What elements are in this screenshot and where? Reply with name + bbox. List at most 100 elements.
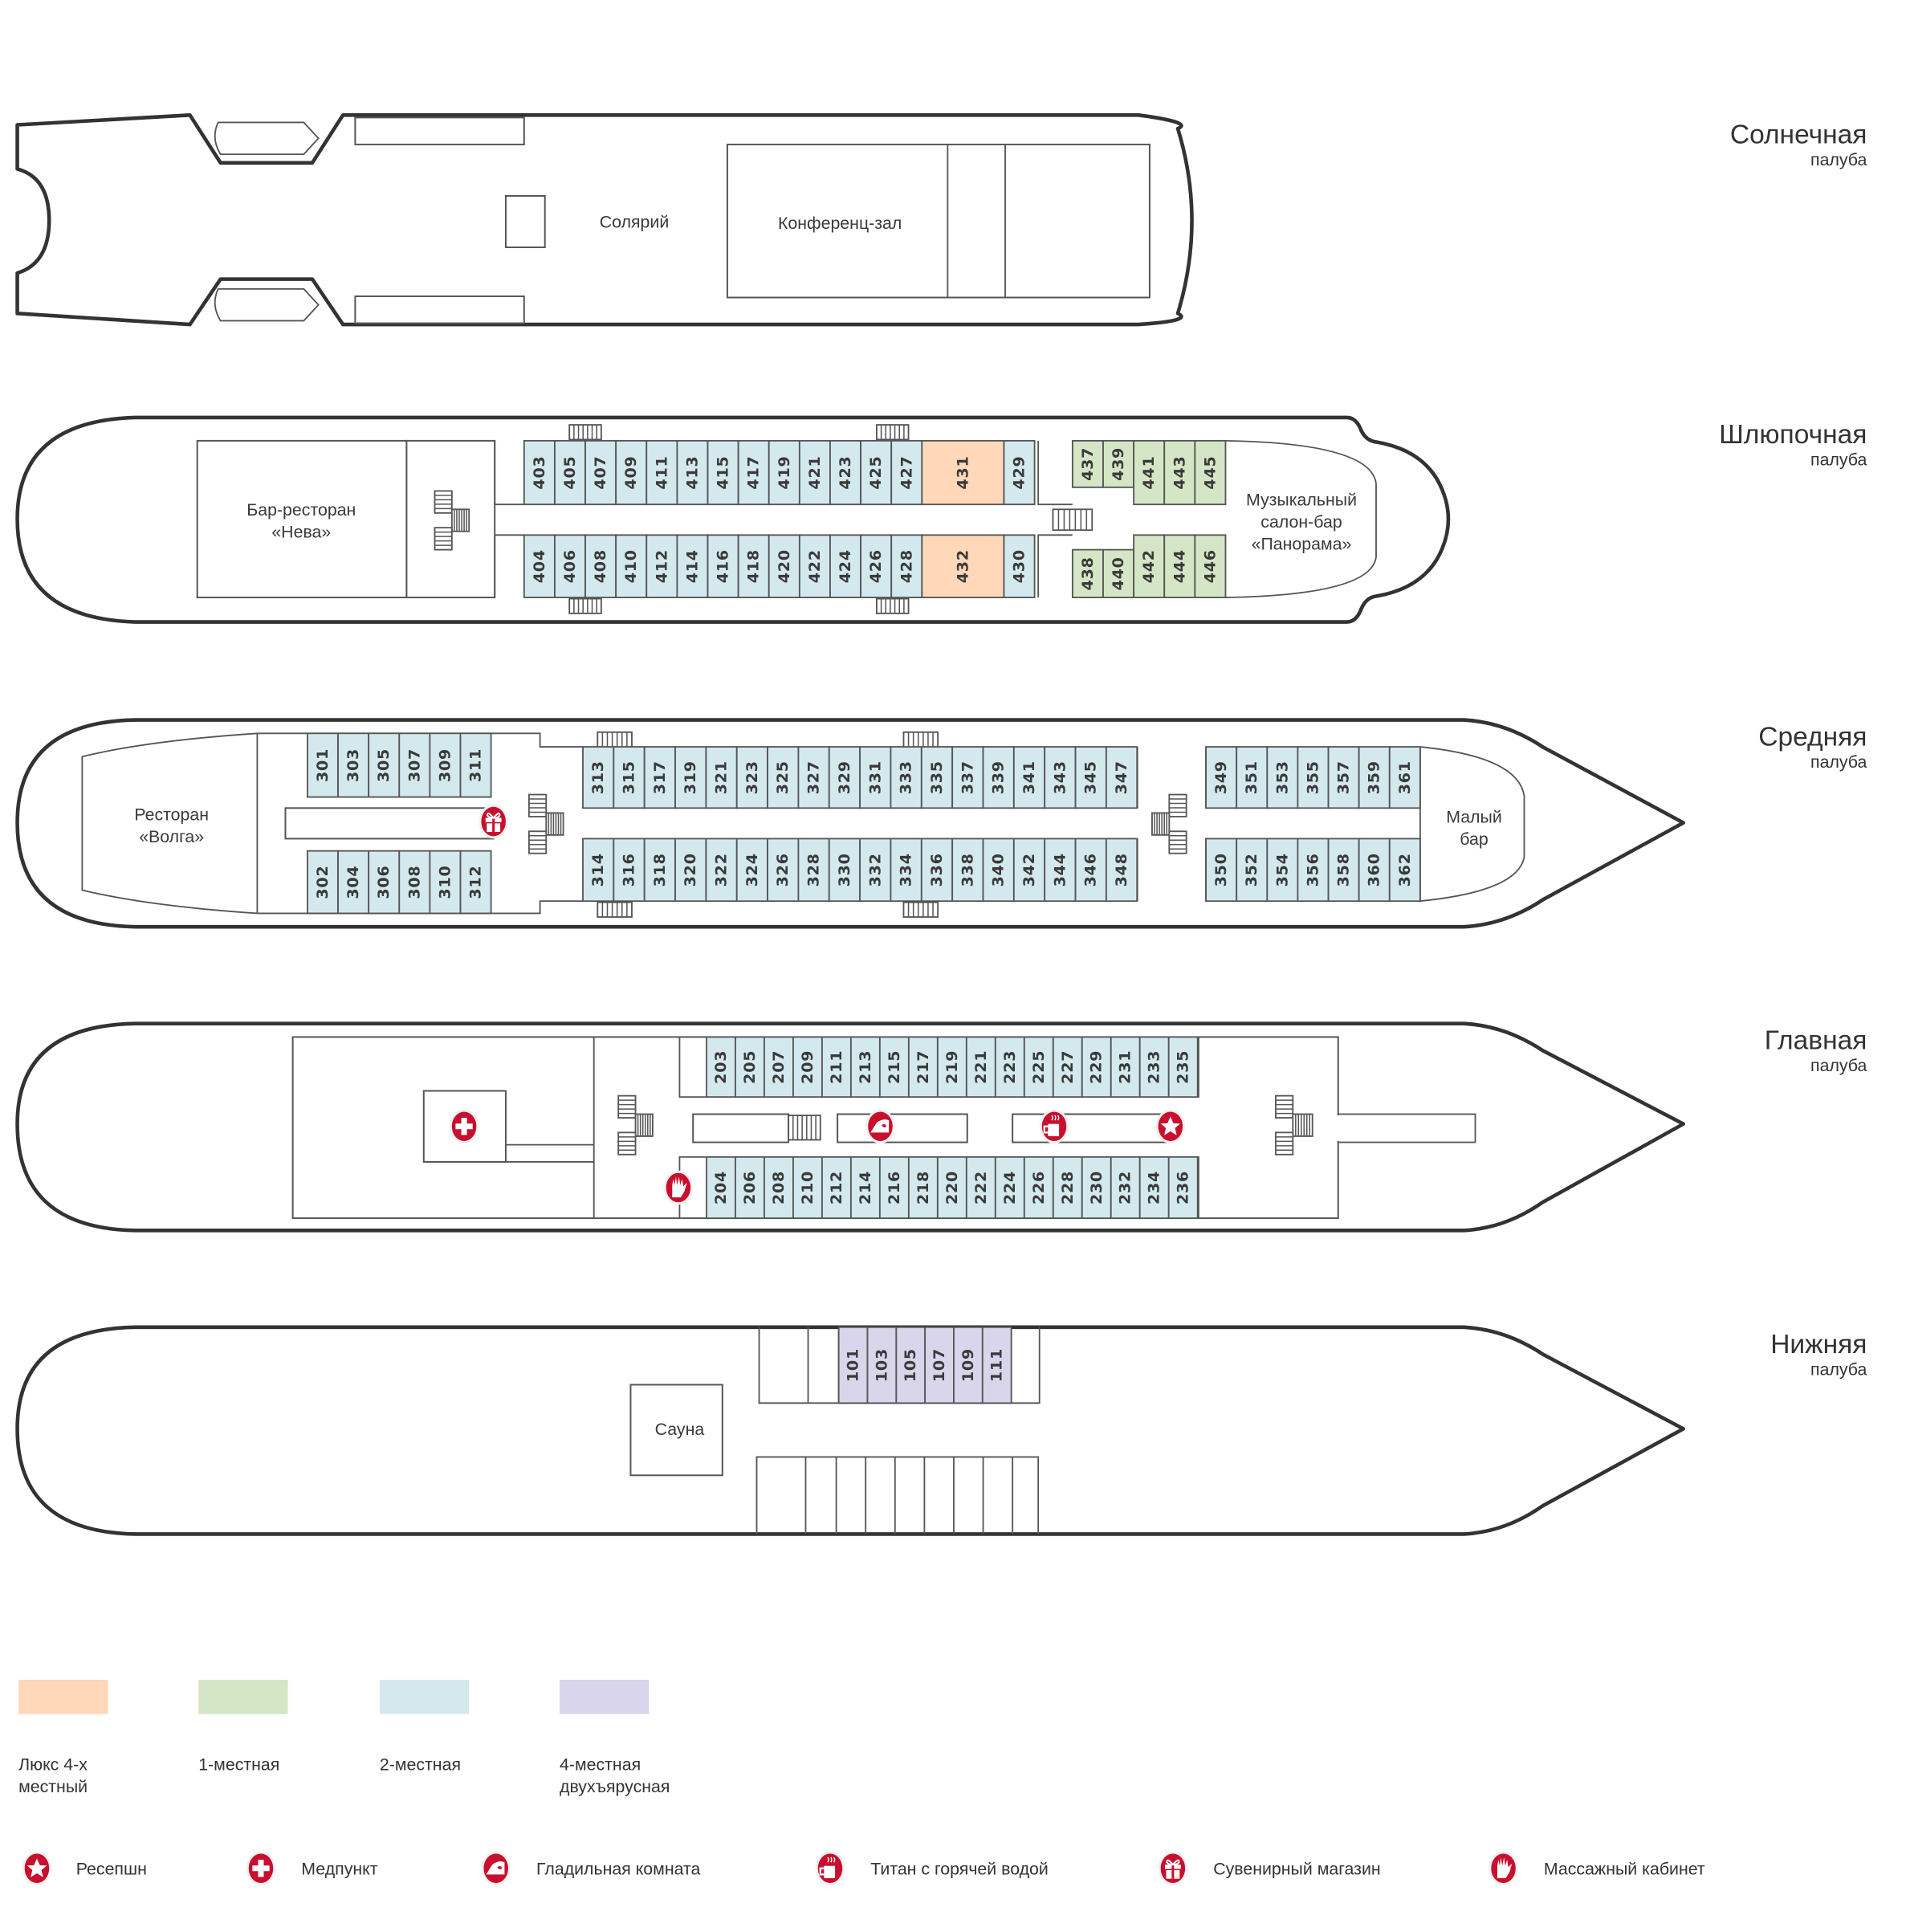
cabin-220[interactable]: 220	[936, 1156, 967, 1220]
cabin-357[interactable]: 357	[1327, 746, 1360, 809]
cabin-329[interactable]: 329	[828, 746, 861, 809]
cabin-311[interactable]: 311	[459, 732, 492, 798]
cabin-cell[interactable]	[368, 850, 401, 915]
cabin-403[interactable]: 403	[523, 439, 556, 506]
cabin-109[interactable]: 109	[953, 1326, 984, 1404]
cabin-343[interactable]: 343	[1044, 746, 1077, 809]
cabin-207[interactable]: 207	[764, 1036, 794, 1098]
cabin-cell[interactable]	[1105, 746, 1138, 809]
cabin-cell[interactable]	[584, 439, 617, 506]
cabin-212[interactable]: 212	[821, 1156, 852, 1220]
cabin-cell[interactable]	[615, 534, 648, 598]
cabin-315[interactable]: 315	[613, 746, 645, 809]
cabin-cell[interactable]	[921, 439, 1005, 506]
cabin-361[interactable]: 361	[1388, 746, 1421, 809]
cabin-337[interactable]: 337	[951, 746, 984, 809]
cabin-224[interactable]: 224	[994, 1156, 1025, 1220]
cabin-cell[interactable]	[1074, 746, 1107, 809]
cabin-208[interactable]: 208	[764, 1156, 794, 1220]
cabin-333[interactable]: 333	[890, 746, 922, 809]
cabin-cell[interactable]	[1358, 838, 1391, 903]
cabin-cell[interactable]	[828, 838, 861, 903]
cabin-406[interactable]: 406	[554, 534, 586, 598]
cabin-cell[interactable]	[1081, 1156, 1112, 1220]
cabin-313[interactable]: 313	[582, 746, 615, 809]
cabin-cell[interactable]	[613, 746, 645, 809]
cabin-105[interactable]: 105	[895, 1326, 926, 1404]
cabin-221[interactable]: 221	[965, 1036, 996, 1098]
cabin-cell[interactable]	[1388, 838, 1421, 903]
cabin-cell[interactable]	[890, 439, 923, 506]
cabin-407[interactable]: 407	[584, 439, 617, 506]
cabin-339[interactable]: 339	[982, 746, 1015, 809]
cabin-409[interactable]: 409	[615, 439, 648, 506]
cabin-cell[interactable]	[706, 1156, 736, 1220]
cabin-cell[interactable]	[1052, 1036, 1083, 1098]
cabin-356[interactable]: 356	[1297, 838, 1330, 903]
cabin-cell[interactable]	[837, 1326, 869, 1404]
cabin-cell[interactable]	[768, 439, 800, 506]
cabin-230[interactable]: 230	[1081, 1156, 1112, 1220]
cabin-cell[interactable]	[994, 1036, 1025, 1098]
cabin-225[interactable]: 225	[1023, 1036, 1054, 1098]
cabin-cell[interactable]	[878, 1036, 910, 1098]
cabin-350[interactable]: 350	[1205, 838, 1238, 903]
cabin-cell[interactable]	[890, 534, 923, 598]
cabin-341[interactable]: 341	[1012, 746, 1046, 809]
cabin-cell[interactable]	[735, 838, 768, 903]
cabin-429[interactable]: 429	[1003, 439, 1036, 506]
cabin-415[interactable]: 415	[707, 439, 739, 506]
cabin-cell[interactable]	[584, 534, 617, 598]
cabin-cell[interactable]	[707, 534, 739, 598]
cabin-231[interactable]: 231	[1110, 1036, 1141, 1098]
cabin-354[interactable]: 354	[1266, 838, 1299, 903]
cabin-cell[interactable]	[920, 838, 954, 903]
cabin-cell[interactable]	[965, 1036, 996, 1098]
cabin-211[interactable]: 211	[821, 1036, 852, 1098]
cabin-320[interactable]: 320	[674, 838, 707, 903]
cabin-308[interactable]: 308	[398, 850, 431, 915]
cabin-cell[interactable]	[337, 732, 370, 798]
cabin-cell[interactable]	[797, 838, 830, 903]
cabin-214[interactable]: 214	[849, 1156, 881, 1220]
cabin-cell[interactable]	[459, 732, 492, 798]
cabin-338[interactable]: 338	[951, 838, 984, 903]
cabin-314[interactable]: 314	[582, 838, 615, 903]
cabin-cell[interactable]	[1194, 534, 1227, 598]
cabin-107[interactable]: 107	[924, 1326, 955, 1404]
cabin-cell[interactable]	[1236, 838, 1269, 903]
cabin-336[interactable]: 336	[920, 838, 954, 903]
cabin-222[interactable]: 222	[965, 1156, 996, 1220]
cabin-cell[interactable]	[735, 1156, 765, 1220]
cabin-204[interactable]: 204	[706, 1156, 736, 1220]
cabin-219[interactable]: 219	[936, 1036, 967, 1098]
cabin-226[interactable]: 226	[1023, 1156, 1054, 1220]
cabin-306[interactable]: 306	[368, 850, 401, 915]
cabin-cell[interactable]	[676, 534, 709, 598]
cabin-410[interactable]: 410	[615, 534, 648, 598]
cabin-235[interactable]: 235	[1167, 1036, 1199, 1098]
cabin-cell[interactable]	[1327, 746, 1360, 809]
cabin-cell[interactable]	[674, 746, 707, 809]
cabin-440[interactable]: 440	[1102, 548, 1135, 598]
cabin-327[interactable]: 327	[797, 746, 830, 809]
cabin-441[interactable]: 441	[1133, 439, 1166, 506]
cabin-cell[interactable]	[645, 439, 678, 506]
cabin-218[interactable]: 218	[907, 1156, 939, 1220]
cabin-cell[interactable]	[554, 439, 586, 506]
cabin-416[interactable]: 416	[707, 534, 739, 598]
cabin-cell[interactable]	[1358, 746, 1391, 809]
cabin-cell[interactable]	[429, 732, 462, 798]
cabin-232[interactable]: 232	[1110, 1156, 1141, 1220]
cabin-cell[interactable]	[645, 534, 678, 598]
cabin-421[interactable]: 421	[798, 439, 831, 506]
cabin-cell[interactable]	[1052, 1156, 1083, 1220]
cabin-cell[interactable]	[1194, 439, 1227, 506]
cabin-427[interactable]: 427	[890, 439, 923, 506]
cabin-103[interactable]: 103	[866, 1326, 898, 1404]
cabin-346[interactable]: 346	[1074, 838, 1107, 903]
cabin-227[interactable]: 227	[1052, 1036, 1083, 1098]
cabin-303[interactable]: 303	[337, 732, 370, 798]
cabin-cell[interactable]	[737, 534, 770, 598]
cabin-cell[interactable]	[821, 1036, 852, 1098]
